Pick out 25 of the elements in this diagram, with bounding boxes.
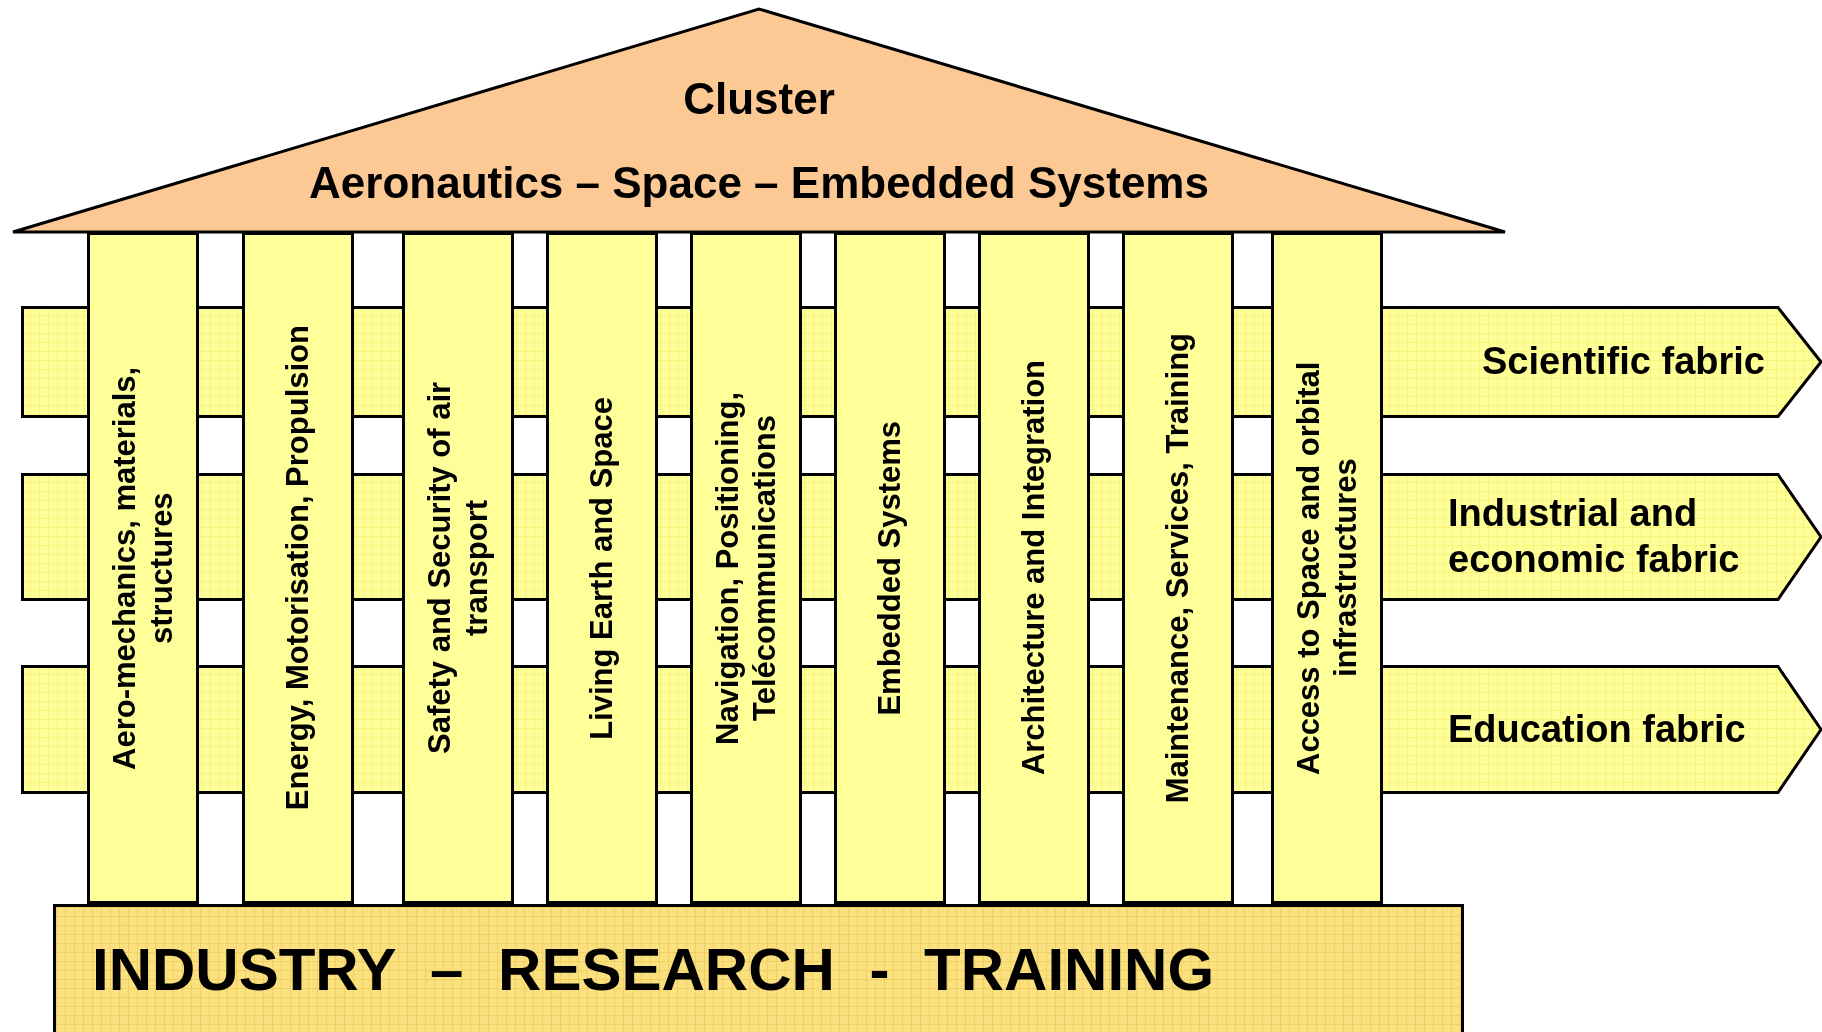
band-label: Scientific fabric: [1482, 339, 1766, 385]
pillar-label: Aero-mechanics, materials, structures: [105, 365, 180, 772]
roof-title: Cluster: [682, 74, 836, 124]
pillar: [402, 232, 514, 904]
roof-subtitle: Aeronautics – Space – Embedded Systems: [308, 158, 1210, 208]
pillar: [546, 232, 658, 904]
pillar: [1271, 232, 1383, 904]
pillar-label: Navigation, Positioning, Telécommunications: [708, 390, 783, 747]
pillar: [690, 232, 802, 904]
band-label: Education fabric: [1448, 706, 1747, 752]
foundation-label: INDUSTRY – RESEARCH - TRAINING: [92, 935, 1215, 1004]
pillar-label: Access to Space and orbital infrastructures: [1289, 360, 1364, 777]
pillar-label: Living Earth and Space: [583, 396, 621, 740]
pillar: [87, 232, 199, 904]
pillar: [978, 232, 1090, 904]
pillar: [1122, 232, 1234, 904]
pillar-label: Maintenance, Services, Training: [1159, 332, 1197, 804]
pillar: [242, 232, 354, 904]
band-label: Industrial and economic fabric: [1448, 491, 1741, 582]
pillar-label: Energy, Motorisation, Propulsion: [279, 325, 317, 811]
pillar: [834, 232, 946, 904]
pillar-label: Safety and Security of air transport: [420, 380, 495, 757]
pillar-label: Architecture and Integration: [1015, 360, 1053, 776]
pillar-label: Embedded Systems: [871, 420, 909, 716]
foundation-block: [53, 904, 1464, 1032]
